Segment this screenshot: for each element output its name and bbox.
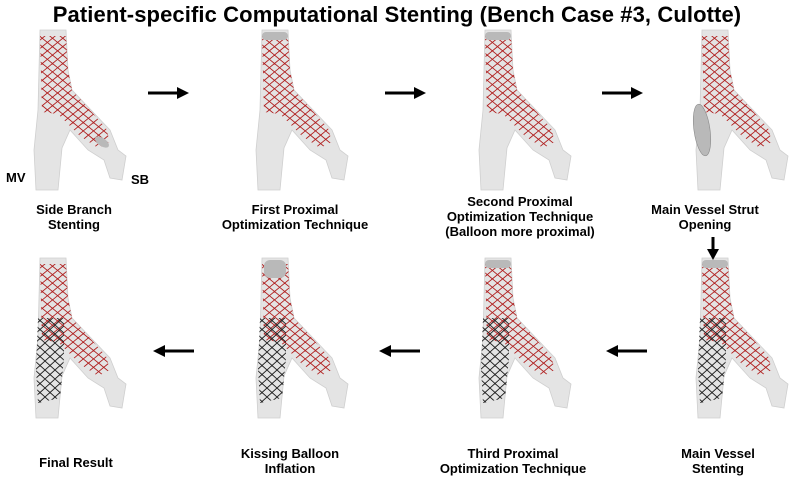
caption-line: Third Proximal: [467, 446, 559, 461]
left-arrow-icon: [379, 345, 420, 357]
caption-line: Final Result: [39, 455, 113, 470]
side-branch-label: SB: [131, 172, 150, 187]
caption-line: (Balloon more proximal): [445, 224, 595, 239]
step-7-caption: Kissing Balloon Inflation: [200, 446, 380, 476]
caption-line: Optimization Technique: [221, 217, 369, 232]
caption-line: Stenting: [48, 217, 100, 232]
stent-illustration: [478, 29, 572, 191]
step-6-image: [463, 257, 573, 419]
step-4-caption: Main Vessel Strut Opening: [615, 202, 794, 232]
step-3-caption: Second Proximal Optimization Technique (…: [430, 194, 610, 239]
stent-illustration: [692, 29, 789, 191]
stent-illustration: [33, 257, 127, 419]
caption-line: Opening: [678, 217, 732, 232]
step-5-image: [680, 257, 790, 419]
left-arrow-icon: [153, 345, 194, 357]
caption-line: Stenting: [692, 461, 744, 476]
caption-line: Main Vessel: [681, 446, 755, 461]
step-6-caption: Third Proximal Optimization Technique: [423, 446, 603, 476]
step-8-caption: Final Result: [0, 455, 166, 470]
left-arrow-icon: [606, 345, 647, 357]
down-arrow-icon: [707, 237, 719, 260]
right-arrow-icon: [602, 87, 643, 99]
right-arrow-icon: [385, 87, 426, 99]
stent-illustration: [255, 29, 349, 191]
step-3-image: [463, 29, 573, 191]
caption-line: Optimization Technique: [446, 209, 594, 224]
caption-line: Optimization Technique: [439, 461, 587, 476]
step-2-caption: First Proximal Optimization Technique: [205, 202, 385, 232]
step-1-image: [18, 29, 128, 191]
step-4-image: [680, 29, 790, 191]
caption-line: First Proximal: [251, 202, 339, 217]
caption-line: Inflation: [264, 461, 316, 476]
step-7-image: [240, 257, 350, 419]
main-vessel-label: MV: [6, 170, 26, 185]
caption-line: Main Vessel Strut: [651, 202, 759, 217]
step-5-caption: Main Vessel Stenting: [628, 446, 794, 476]
step-1-caption: Side Branch Stenting: [0, 202, 164, 232]
stent-illustration: [478, 257, 572, 419]
stent-illustration: [33, 29, 127, 191]
step-8-image: [18, 257, 128, 419]
step-2-image: [240, 29, 350, 191]
caption-line: Second Proximal: [467, 194, 573, 209]
stent-illustration: [695, 257, 789, 419]
right-arrow-icon: [148, 87, 189, 99]
caption-line: Kissing Balloon: [240, 446, 340, 461]
page-title: Patient-specific Computational Stenting …: [52, 2, 742, 27]
caption-line: Side Branch: [36, 202, 112, 217]
stent-illustration: [255, 257, 349, 419]
